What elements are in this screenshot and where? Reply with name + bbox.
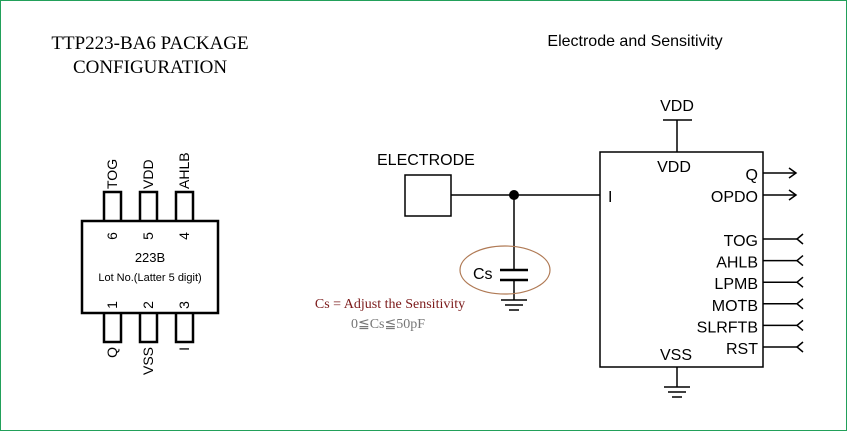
pin-3 [174, 310, 195, 344]
input-arrow-icon [795, 276, 804, 288]
input-arrow-icon [795, 255, 804, 267]
ic-option-pin-motb: MOTB [712, 298, 758, 315]
ic-option-pin-lpmb: LPMB [714, 276, 758, 293]
pin-name-vss: VSS [140, 347, 156, 375]
package-title-line2: CONFIGURATION [73, 57, 227, 78]
ic-output-opdo: OPDO [711, 189, 758, 206]
input-arrow-icon [795, 233, 804, 245]
top-pins [102, 190, 195, 224]
chip-marking: 223B [135, 250, 165, 265]
package-title-line1: TTP223-BA6 PACKAGE [51, 33, 248, 54]
pin-name-q: Q [104, 347, 120, 358]
input-arrow-icon [795, 319, 804, 331]
chip-lot-number: Lot No.(Latter 5 digit) [98, 272, 201, 284]
pin-name-tog: TOG [104, 159, 120, 189]
pin-4 [174, 190, 195, 224]
pin-number-1: 1 [104, 301, 120, 309]
ic-vdd-pin: VDD [657, 159, 691, 176]
pin-name-i: I [176, 347, 192, 351]
pin-name-ahlb: AHLB [176, 152, 192, 189]
output-arrow-icon [763, 167, 798, 179]
electrode-pad [404, 174, 452, 217]
ic-output-q: Q [746, 167, 758, 184]
electrode-label: ELECTRODE [377, 152, 475, 169]
pin-number-2: 2 [140, 301, 156, 309]
electrode-title: Electrode and Sensitivity [547, 33, 722, 50]
chip-body [80, 219, 220, 315]
output-arrow-icon [763, 189, 798, 201]
pin-name-vdd: VDD [140, 159, 156, 189]
pin-number-6: 6 [104, 232, 120, 240]
cap-note: Cs = Adjust the Sensitivity [315, 297, 465, 312]
cap-ground-icon [501, 299, 527, 311]
ic-vss-pin: VSS [660, 347, 692, 364]
pin-5 [138, 190, 159, 224]
pin-number-5: 5 [140, 232, 156, 240]
cap-range: 0≦Cs≦50pF [351, 317, 425, 332]
cap-label: Cs [473, 266, 493, 283]
ic-block [599, 151, 764, 368]
pin-2 [138, 310, 159, 344]
vdd-supply-label: VDD [660, 98, 694, 115]
ic-option-pin-rst: RST [726, 341, 758, 358]
pin-1 [102, 310, 123, 344]
input-arrow-icon [795, 298, 804, 310]
cap-highlight-ellipse [459, 245, 551, 295]
ic-option-pin-slrftb: SLRFTB [697, 319, 758, 336]
option-pins: TOG AHLB LPMB MOTB SLRFTB RST [697, 233, 804, 358]
ic-option-pin-tog: TOG [724, 233, 758, 250]
pin-6 [102, 190, 123, 224]
pin-number-4: 4 [176, 232, 192, 240]
ic-option-pin-ahlb: AHLB [716, 255, 758, 272]
pin-number-3: 3 [176, 301, 192, 309]
input-arrow-icon [795, 341, 804, 353]
ic-input-pin: I [608, 189, 612, 206]
vss-ground-icon [664, 386, 690, 398]
bottom-pins [102, 310, 195, 344]
